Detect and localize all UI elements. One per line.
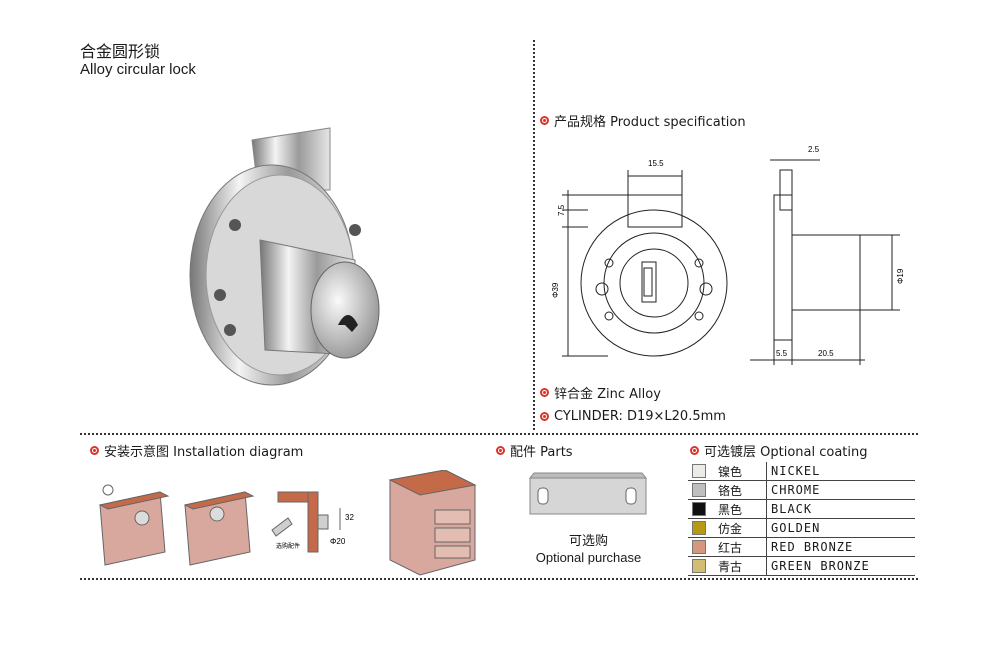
title-english: Alloy circular lock bbox=[80, 61, 196, 78]
coating-name-cn: 黑色 bbox=[714, 499, 767, 519]
coating-name-en: CHROME bbox=[766, 480, 915, 500]
dim-diameter: Φ39 bbox=[551, 282, 560, 298]
material-line: 锌合金 Zinc Alloy bbox=[540, 383, 661, 402]
optional-part-label: 选购配件 bbox=[276, 542, 300, 550]
color-swatch bbox=[692, 464, 706, 478]
dim-plate: 2.5 bbox=[808, 145, 820, 154]
red-bullet-icon bbox=[540, 412, 549, 421]
color-swatch bbox=[692, 502, 706, 516]
dim-tab-height: 7.5 bbox=[557, 204, 566, 216]
side-view-drawing: 2.5 Φ19 5.5 20.5 bbox=[750, 145, 905, 365]
color-swatch bbox=[692, 540, 706, 554]
mounting-plate-image bbox=[528, 472, 648, 515]
coating-name-en: RED BRONZE bbox=[766, 537, 915, 557]
red-bullet-icon bbox=[496, 446, 505, 455]
coating-name-en: NICKEL bbox=[766, 462, 915, 481]
bottom-divider bbox=[80, 578, 918, 580]
parts-heading: 配件 Parts bbox=[496, 441, 573, 460]
install-heading: 安装示意图 Installation diagram bbox=[90, 441, 303, 460]
vertical-divider bbox=[533, 40, 535, 430]
red-bullet-icon bbox=[540, 388, 549, 397]
color-swatch bbox=[692, 483, 706, 497]
parts-caption-en: Optional purchase bbox=[535, 550, 642, 565]
title-chinese: 合金圆形锁 bbox=[80, 42, 161, 61]
front-view-drawing: 15.5 7.5 Φ39 bbox=[551, 159, 728, 357]
cylinder-line: CYLINDER: D19×L20.5mm bbox=[540, 409, 726, 424]
coating-name-en: BLACK bbox=[766, 499, 915, 519]
parts-caption-cn: 可选购 bbox=[568, 534, 608, 549]
coating-name-en: GREEN BRONZE bbox=[766, 556, 915, 576]
section-divider bbox=[80, 433, 918, 435]
dim-length: 20.5 bbox=[818, 349, 834, 358]
dim-width-top: 15.5 bbox=[648, 159, 664, 168]
coating-name-cn: 铬色 bbox=[714, 480, 767, 500]
color-swatch bbox=[692, 559, 706, 573]
coating-name-cn: 红古 bbox=[714, 537, 767, 557]
coating-name-cn: 仿金 bbox=[714, 518, 767, 538]
red-bullet-icon bbox=[90, 446, 99, 455]
installation-illustration: 32 Φ20 选购配件 bbox=[98, 470, 477, 576]
red-bullet-icon bbox=[540, 116, 549, 125]
coating-name-en: GOLDEN bbox=[766, 518, 915, 538]
dim-32: 32 bbox=[345, 513, 354, 522]
red-bullet-icon bbox=[690, 446, 699, 455]
coating-heading: 可选镀层 Optional coating bbox=[690, 441, 868, 460]
color-swatch bbox=[692, 521, 706, 535]
dim-d20: Φ20 bbox=[330, 537, 346, 546]
coating-name-cn: 镍色 bbox=[714, 462, 767, 481]
product-photo bbox=[189, 127, 380, 386]
spec-heading: 产品规格 Product specification bbox=[540, 111, 746, 130]
coating-name-cn: 青古 bbox=[714, 556, 767, 576]
dim-cylinder-diameter: Φ19 bbox=[896, 268, 905, 284]
dim-base: 5.5 bbox=[776, 349, 788, 358]
